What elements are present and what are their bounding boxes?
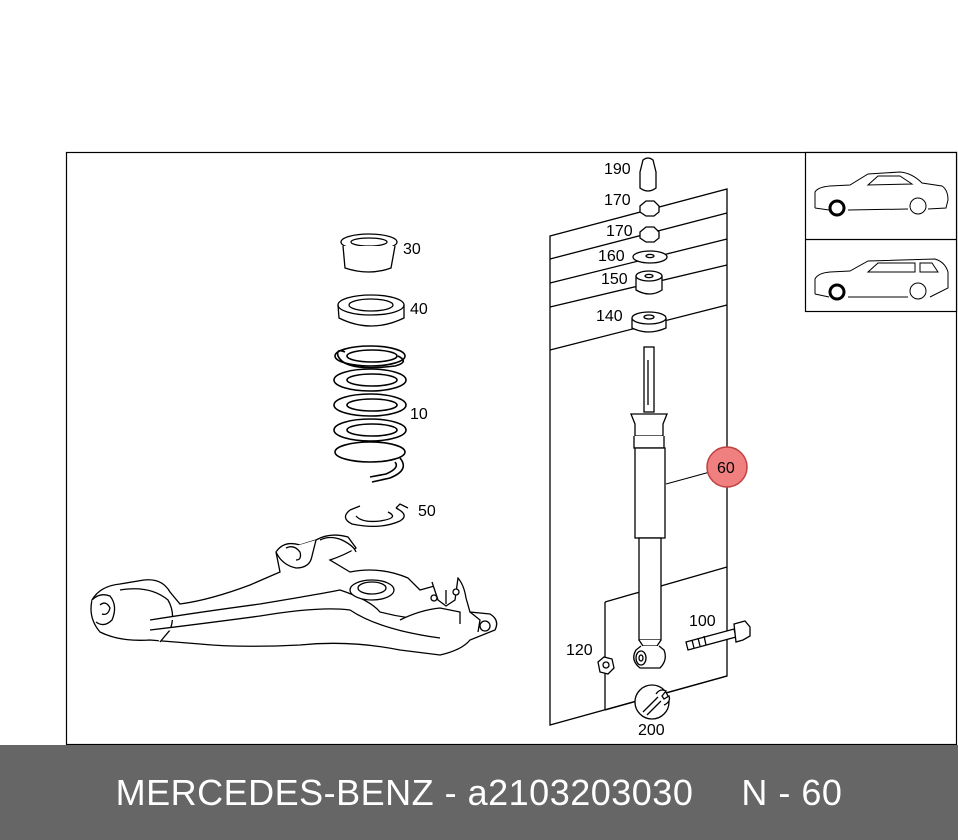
- label-60[interactable]: 60: [717, 460, 735, 477]
- spring-assembly: [333, 233, 409, 528]
- vehicle-type-panel: [804, 151, 958, 313]
- part-labels: 190 170 170 160 150 140 30 40 10 50 60 1…: [403, 161, 735, 739]
- mounting-bolt: [685, 620, 751, 651]
- label-140[interactable]: 140: [596, 308, 623, 325]
- leader-lines: [665, 471, 711, 485]
- spring-lower-pad: [344, 503, 409, 528]
- footer-position: N - 60: [741, 771, 843, 813]
- label-190[interactable]: 190: [604, 161, 631, 178]
- footer-bar: MERCEDES-BENZ - a2103203030 N - 60: [0, 745, 958, 840]
- label-170-upper[interactable]: 170: [604, 192, 631, 209]
- spring-top-mount: [340, 233, 398, 273]
- label-160[interactable]: 160: [598, 248, 625, 265]
- label-100[interactable]: 100: [689, 613, 716, 630]
- label-40[interactable]: 40: [410, 301, 428, 318]
- spring-pad: [337, 294, 405, 327]
- lower-bushing: [631, 311, 667, 333]
- label-150[interactable]: 150: [601, 271, 628, 288]
- control-arm: [90, 534, 498, 656]
- wrench-icon: [634, 684, 671, 720]
- estate-icon: [814, 258, 949, 301]
- footer-separator: -: [434, 771, 468, 813]
- dust-cap: [639, 157, 657, 192]
- sedan-icon: [814, 171, 949, 217]
- coil-spring: [333, 345, 407, 483]
- footer-brand: MERCEDES-BENZ: [115, 771, 435, 813]
- label-120[interactable]: 120: [566, 642, 593, 659]
- shock-parts: [597, 157, 751, 720]
- upper-bushing: [635, 270, 663, 295]
- label-50[interactable]: 50: [418, 503, 436, 520]
- label-30[interactable]: 30: [403, 241, 421, 258]
- label-170-lower[interactable]: 170: [606, 223, 633, 240]
- footer-part-number: a2103203030: [467, 771, 694, 813]
- shock-absorber: [630, 346, 668, 669]
- nut-lower: [639, 226, 660, 243]
- nut-upper: [639, 200, 660, 217]
- highlight-marker-60[interactable]: [706, 446, 748, 488]
- label-10[interactable]: 10: [410, 406, 428, 423]
- label-200[interactable]: 200: [638, 722, 665, 739]
- lock-nut: [597, 656, 615, 675]
